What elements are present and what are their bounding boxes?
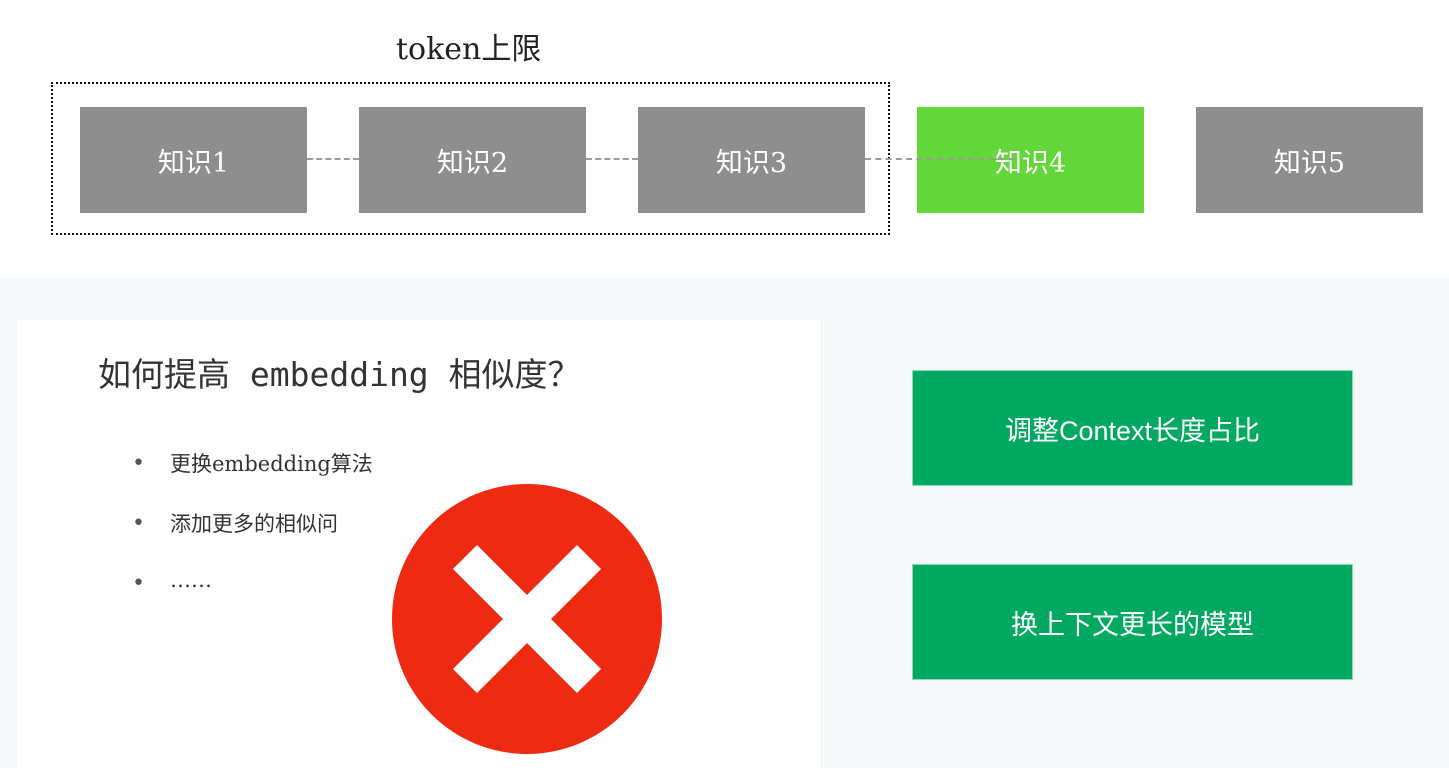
- knowledge-block-label: 知识3: [715, 147, 788, 179]
- panel-title: 如何提高 embedding 相似度？: [98, 355, 581, 394]
- list-item: • ……: [132, 568, 373, 628]
- bullet-dot-icon: •: [132, 451, 145, 476]
- bullet-dot-icon: •: [132, 511, 145, 536]
- connector-1-2: [307, 158, 359, 160]
- bottom-section: 如何提高 embedding 相似度？ • 更换embedding算法 • 添加…: [0, 278, 1449, 768]
- knowledge-block-label: 知识5: [1273, 147, 1346, 179]
- knowledge-block-label: 知识1: [157, 147, 230, 179]
- token-limit-diagram: token上限 知识1 知识2 知识3 知识4 知识5: [0, 0, 1449, 278]
- knowledge-block-label: 知识2: [436, 147, 509, 179]
- list-item: • 更换embedding算法: [132, 448, 373, 508]
- knowledge-block-3: 知识3: [638, 107, 865, 213]
- connector-2-3: [586, 158, 638, 160]
- bullet-dot-icon: •: [132, 571, 145, 596]
- adjust-context-ratio-button[interactable]: 调整Context长度占比: [912, 370, 1353, 486]
- knowledge-block-5: 知识5: [1196, 107, 1423, 213]
- bullet-list: • 更换embedding算法 • 添加更多的相似问 • ……: [132, 448, 373, 628]
- list-item-text: 更换embedding算法: [170, 452, 373, 476]
- list-item: • 添加更多的相似问: [132, 508, 373, 568]
- knowledge-block-4: 知识4: [917, 107, 1144, 213]
- connector-3-4: [865, 158, 1015, 160]
- embedding-panel: 如何提高 embedding 相似度？ • 更换embedding算法 • 添加…: [17, 320, 820, 768]
- error-x-icon: [392, 484, 662, 754]
- token-limit-label: token上限: [396, 32, 542, 67]
- knowledge-block-2: 知识2: [359, 107, 586, 213]
- longer-context-model-button[interactable]: 换上下文更长的模型: [912, 564, 1353, 680]
- list-item-text: ……: [170, 568, 212, 592]
- button-label: 换上下文更长的模型: [1011, 609, 1254, 640]
- button-label: 调整Context长度占比: [1004, 415, 1261, 446]
- knowledge-block-label: 知识4: [994, 147, 1067, 179]
- list-item-text: 添加更多的相似问: [170, 512, 338, 536]
- knowledge-block-1: 知识1: [80, 107, 307, 213]
